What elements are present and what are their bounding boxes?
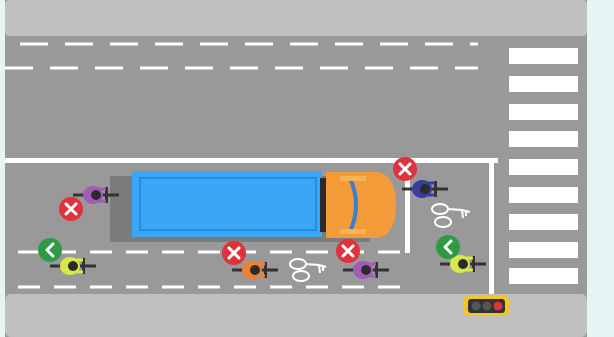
rider-helmet xyxy=(458,259,468,269)
signal-light-off-2 xyxy=(483,302,492,311)
bike-lane-right-edge xyxy=(489,158,494,294)
signal-light-off-1 xyxy=(472,302,481,311)
rider-helmet xyxy=(250,265,260,275)
sidewalk-right xyxy=(587,0,614,337)
cross-icon[interactable] xyxy=(393,157,417,181)
cross-icon[interactable] xyxy=(59,197,83,221)
crosswalk xyxy=(509,48,578,284)
cross-icon[interactable] xyxy=(222,241,246,265)
sidewalk-top xyxy=(5,0,587,36)
rider-helmet xyxy=(420,184,430,194)
truck xyxy=(110,171,396,242)
rider-helmet xyxy=(68,261,78,271)
rider-helmet xyxy=(91,190,101,200)
truck-cargo-box xyxy=(132,171,322,237)
truck-cab xyxy=(326,172,396,238)
lane-divider xyxy=(5,158,498,163)
signal-light-red xyxy=(494,302,503,311)
chevron-left-icon[interactable] xyxy=(436,235,460,259)
cross-icon[interactable] xyxy=(336,239,360,263)
rider-helmet xyxy=(361,265,371,275)
traffic-signal xyxy=(464,296,509,316)
chevron-left-icon[interactable] xyxy=(38,238,62,262)
